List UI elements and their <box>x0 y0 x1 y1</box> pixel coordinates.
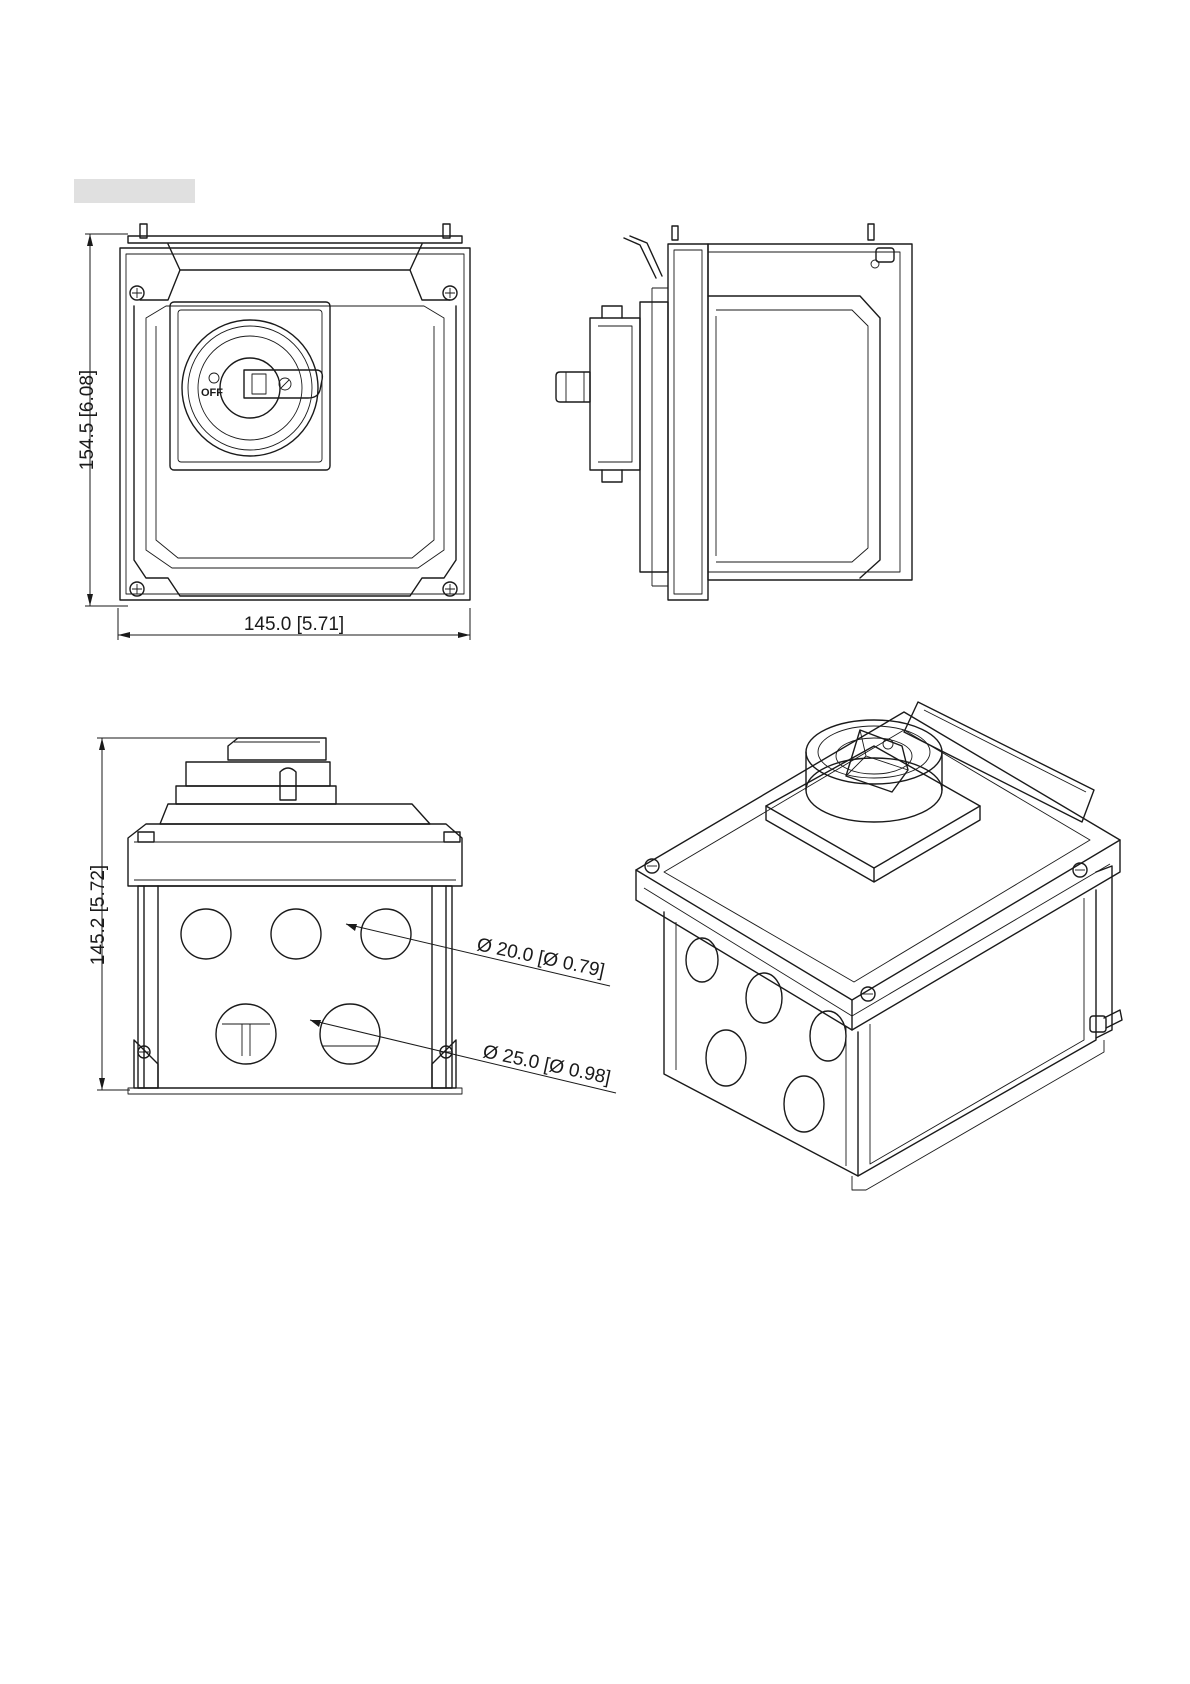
front-height-dimension: 154.5 [6.08] <box>77 370 98 470</box>
bottom-height-dimension: 145.2 [5.72] <box>88 865 109 965</box>
knockout-hole-icon <box>181 909 411 1064</box>
hole-small-dimension: Ø 20.0 [Ø 0.79] <box>475 934 606 982</box>
side-view <box>556 224 912 600</box>
front-view: 154.5 [6.08] 145.0 [5.71] <box>77 224 470 640</box>
hole-large-dimension: Ø 25.0 [Ø 0.98] <box>481 1041 612 1089</box>
off-label: OFF <box>201 387 223 399</box>
isometric-view <box>636 702 1122 1190</box>
front-width-dimension: 145.0 [5.71] <box>244 614 344 635</box>
title-bar <box>74 179 195 203</box>
bottom-view: 145.2 [5.72] <box>88 738 616 1094</box>
